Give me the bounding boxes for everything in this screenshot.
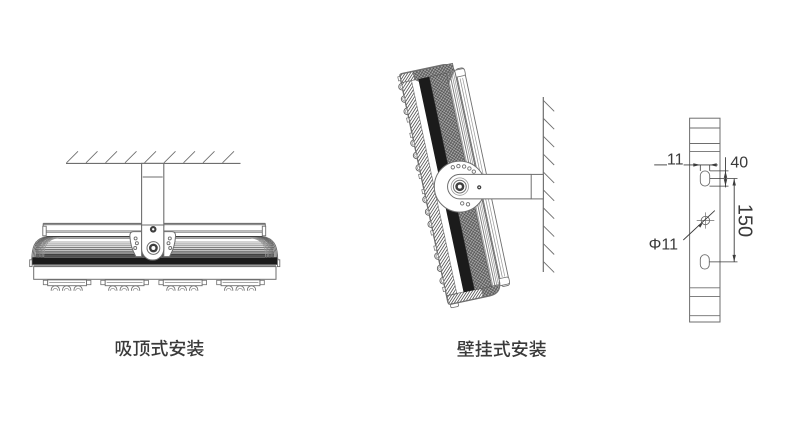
svg-text:150: 150 [734,204,756,237]
svg-text:Φ11: Φ11 [649,236,678,253]
svg-text:11: 11 [667,151,684,168]
svg-text:40: 40 [730,154,748,171]
